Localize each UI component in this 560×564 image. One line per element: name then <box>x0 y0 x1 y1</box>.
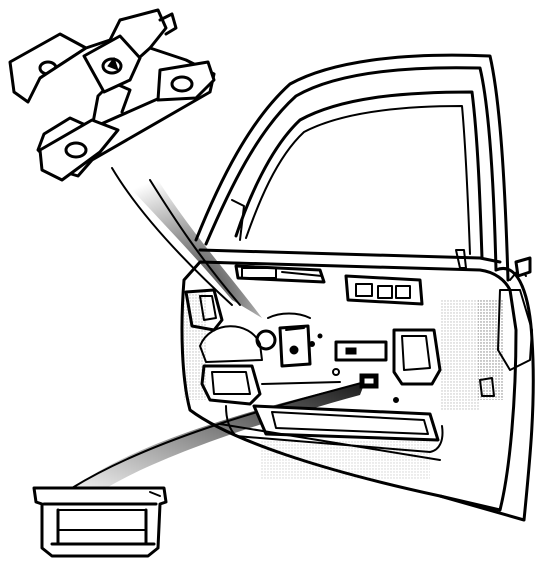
lower-pocket-opening <box>252 404 440 442</box>
bracket-front-hole-icon <box>64 141 88 159</box>
middle-opening <box>334 340 388 362</box>
lower-clip-part <box>32 486 168 558</box>
door-assembly <box>180 53 535 522</box>
bracket-right-hole-icon <box>170 75 194 93</box>
lock-knob-slot <box>241 267 277 279</box>
upper-bracket-part <box>8 8 216 182</box>
